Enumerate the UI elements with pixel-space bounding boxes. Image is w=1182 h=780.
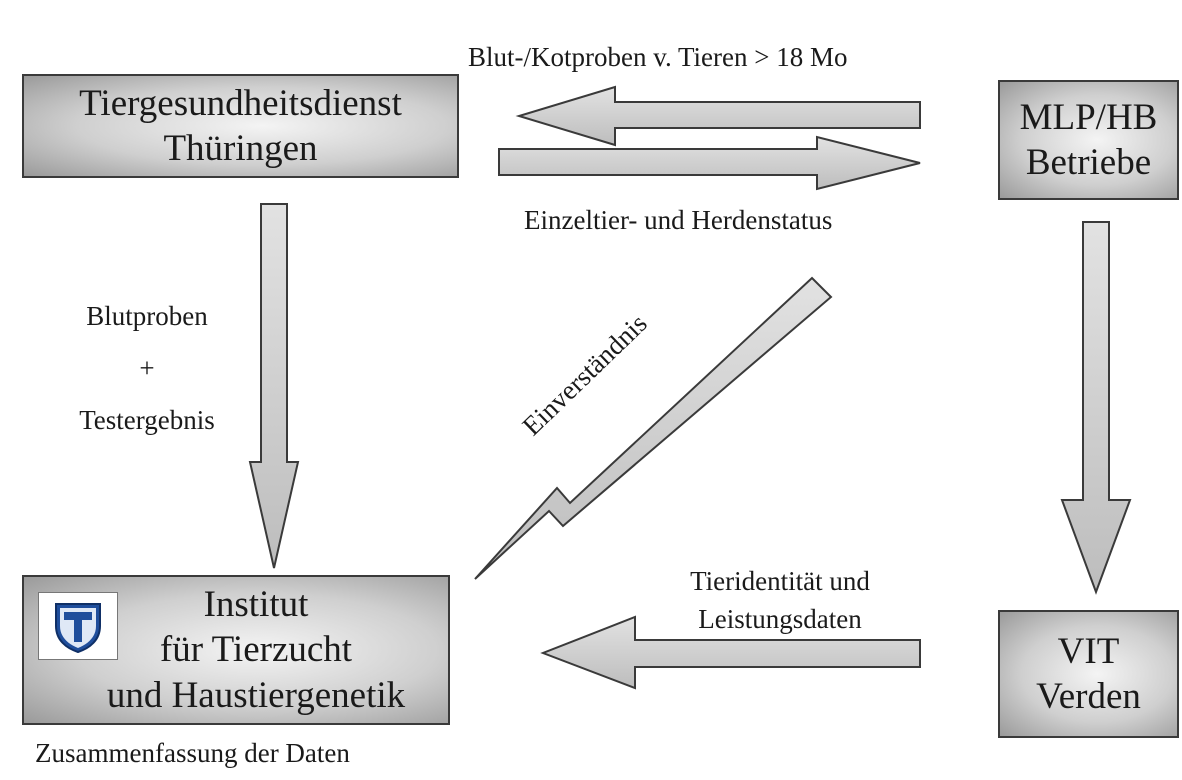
box-inst-line1: Institut — [203, 584, 309, 626]
label-blood-line2: Testergebnis — [79, 405, 215, 435]
box-vit-line1: VIT — [1057, 630, 1120, 672]
arrow-tgd-to-institut — [248, 203, 300, 569]
box-tgd-line2: Thüringen — [163, 128, 318, 169]
label-identity-line1: Tieridentität und — [690, 566, 870, 596]
box-inst-line3: und Haustiergenetik — [106, 674, 406, 716]
box-inst-line2: für Tierzucht — [159, 629, 353, 671]
label-blood-plus: + — [139, 353, 155, 383]
label-blood-line1: Blutproben — [86, 301, 208, 331]
label-identity: Tieridentität und Leistungsdaten — [670, 562, 890, 638]
box-mlp-line1: MLP/HB — [1019, 96, 1158, 138]
label-status: Einzeltier- und Herdenstatus — [524, 205, 833, 235]
arrow-mlp-to-institut-diagonal — [474, 276, 833, 580]
box-mlp-line2: Betriebe — [1025, 142, 1152, 183]
arrow-tgd-to-mlp — [498, 135, 921, 191]
arrow-mlp-to-tgd — [515, 85, 921, 147]
arrow-vit-to-institut — [540, 615, 921, 690]
institute-shield-logo-icon — [38, 592, 118, 660]
arrow-mlp-to-vit — [1060, 221, 1132, 595]
label-identity-line2: Leistungsdaten — [698, 604, 862, 634]
box-tgd-line1: Tiergesundheitsdienst — [79, 82, 402, 124]
label-samples-top: Blut-/Kotproben v. Tieren > 18 Mo — [468, 42, 848, 72]
box-tiergesundheitsdienst: Tiergesundheitsdienst Thüringen — [22, 74, 459, 178]
box-vit-verden: VIT Verden — [998, 610, 1179, 738]
box-mlp-hb-betriebe: MLP/HB Betriebe — [998, 80, 1179, 200]
box-vit-line2: Verden — [1036, 676, 1141, 717]
label-summary: Zusammenfassung der Daten — [35, 738, 350, 768]
label-blood-samples: Blutproben + Testergebnis — [62, 290, 232, 446]
